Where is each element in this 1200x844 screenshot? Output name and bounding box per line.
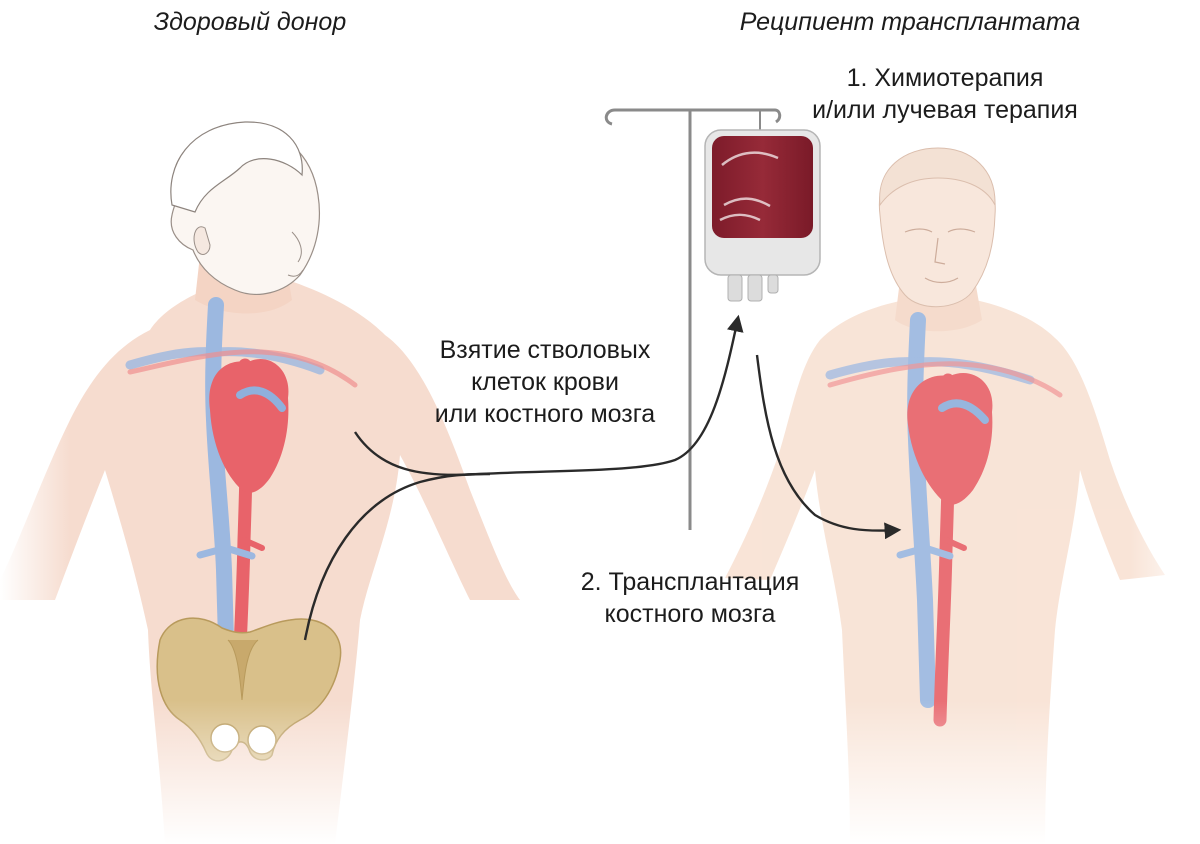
step-chemo-line2: и/или лучевая терапия: [812, 96, 1078, 124]
step-chemo-label: 1. Химиотерапия и/или лучевая терапия: [780, 62, 1110, 126]
blood-bag-port-1: [727, 274, 743, 302]
iv-stand: [604, 108, 782, 530]
arrow-blood-harvest: [353, 314, 744, 477]
arrow-bone-marrow-harvest: [303, 472, 491, 641]
donor-hair: [170, 121, 303, 213]
blood-bag-highlight: [719, 151, 779, 222]
donor-renal-vein: [196, 544, 256, 560]
step-transplant-label: 2. Трансплантация костного мозга: [545, 566, 835, 630]
fade-bottom: [0, 700, 1200, 844]
recipient-pulmonary: [938, 399, 989, 424]
donor-renal-artery: [241, 537, 265, 551]
iv-hook-bar: [604, 108, 782, 126]
blood-bag-port-3: [767, 274, 779, 294]
harvest-label: Взятие стволовых клеток крови или костно…: [400, 334, 690, 430]
fade-right: [1130, 300, 1200, 844]
step-transplant-line2: костного мозга: [604, 600, 776, 628]
step-transplant-line1: 2. Трансплантация: [580, 568, 800, 596]
recipient-figure: [725, 147, 1165, 844]
donor-face-line: [287, 231, 304, 277]
fade-left: [0, 300, 70, 844]
recipient-renal-artery: [943, 537, 967, 551]
harvest-line3: или костного мозга: [434, 400, 656, 428]
donor-title: Здоровый донор: [153, 8, 347, 36]
donor-arch: [127, 349, 358, 388]
recipient-hair: [879, 147, 996, 207]
step-chemo-line1: 1. Химиотерапия: [846, 64, 1044, 92]
harvest-line2: клеток крови: [471, 368, 619, 396]
blood-bag-port-2: [747, 274, 763, 302]
blood-bag: [704, 129, 821, 302]
blood-bag-fill: [712, 136, 813, 238]
harvest-line1: Взятие стволовых: [439, 336, 651, 364]
arrow-transplant: [755, 354, 902, 540]
recipient-face: [904, 228, 976, 284]
donor-ear: [193, 226, 211, 255]
donor-pulmonary: [236, 386, 286, 412]
recipient-arch: [827, 361, 1063, 398]
donor-torso: [0, 275, 520, 844]
recipient-renal-vein: [896, 544, 954, 560]
recipient-title: Реципиент трансплантата: [739, 8, 1081, 36]
